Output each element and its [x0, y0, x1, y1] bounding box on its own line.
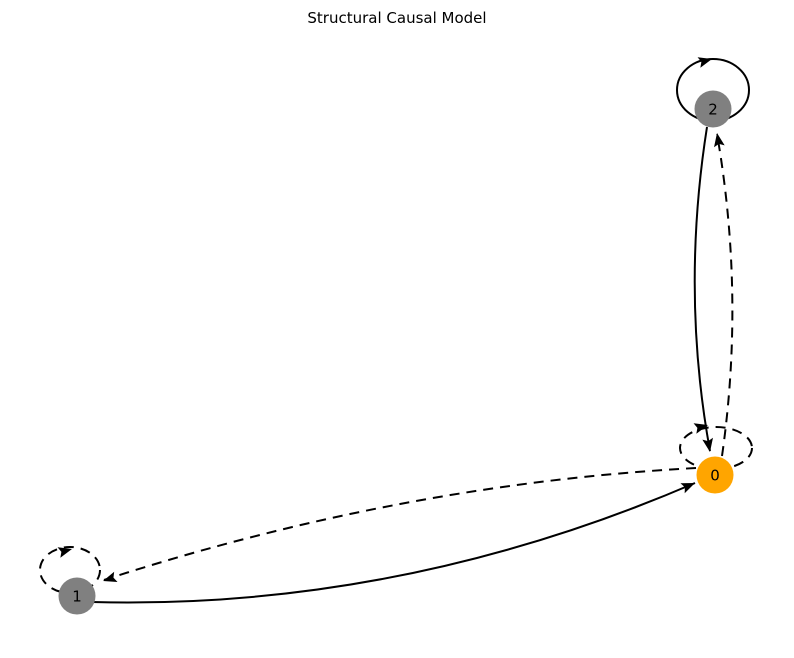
edge-1-to-0 — [91, 482, 696, 604]
node-label-0: 0 — [710, 467, 720, 485]
arrowhead-self-loop-1 — [57, 547, 72, 558]
node-0 — [696, 456, 734, 494]
arrowhead-self-loop-0 — [693, 423, 708, 434]
arrowhead-2-to-0 — [702, 437, 713, 452]
self-loop-0 — [679, 426, 753, 470]
node-label-2: 2 — [708, 101, 718, 119]
edge-2-to-0 — [693, 126, 711, 452]
arrowhead-1-to-0 — [680, 483, 695, 494]
edge-0-to-2 — [716, 133, 734, 457]
node-1 — [58, 577, 96, 615]
figure-title: Structural Causal Model — [307, 9, 487, 27]
arrowhead-0-to-1 — [103, 571, 118, 582]
edge-0-to-1 — [103, 467, 697, 581]
arrowhead-0-to-2 — [714, 133, 725, 148]
arrowhead-self-loop-2 — [697, 57, 712, 68]
node-label-1: 1 — [72, 588, 82, 606]
node-2 — [694, 90, 732, 128]
